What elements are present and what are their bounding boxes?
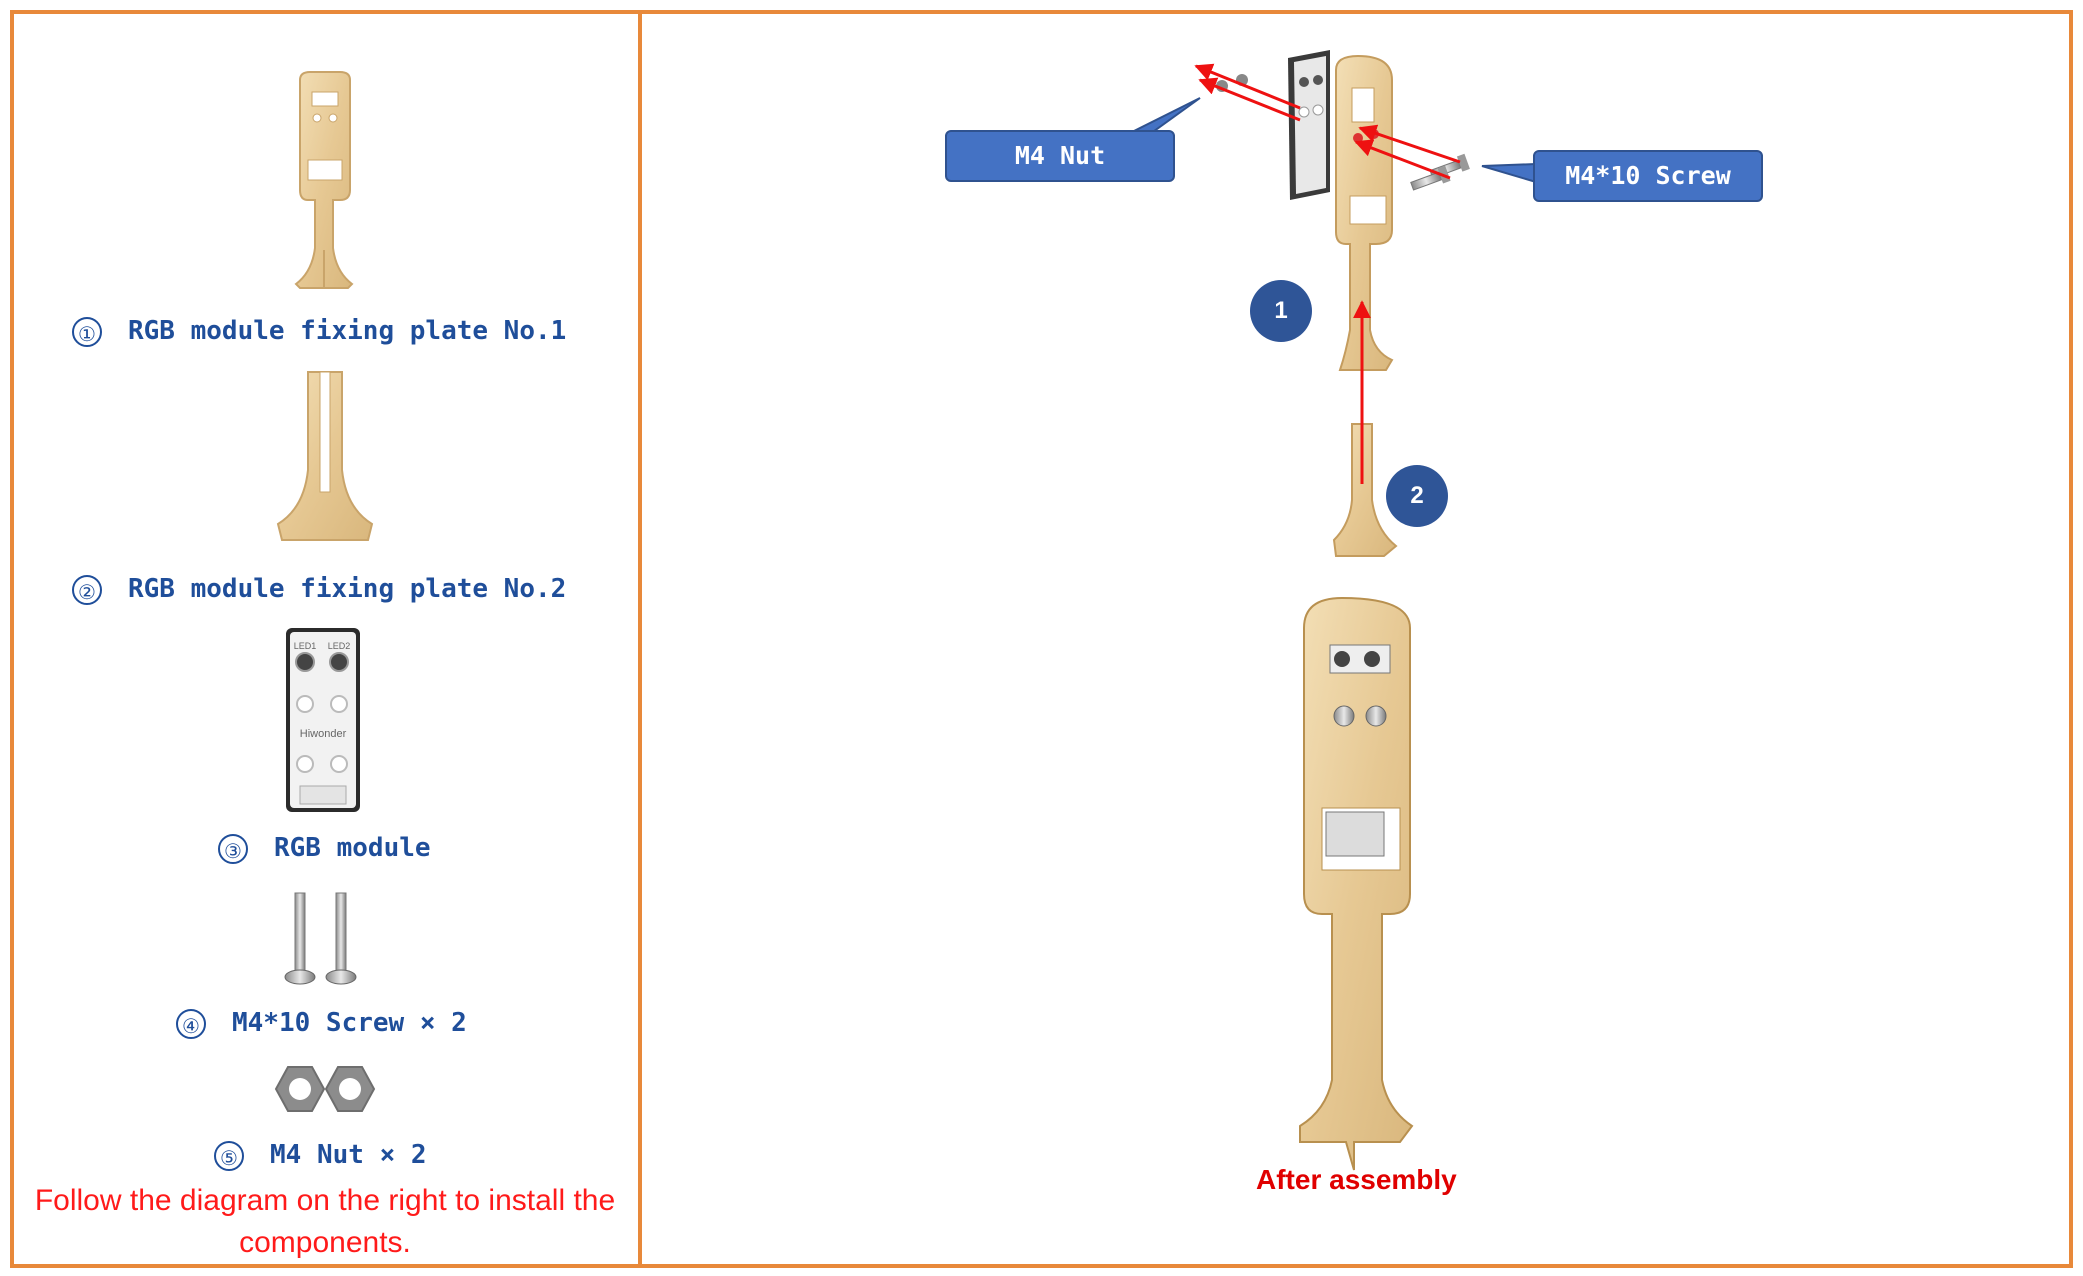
part-3-text: RGB module: [274, 833, 431, 863]
exploded-view: [1127, 50, 1537, 557]
assembly-diagram-panel: [638, 10, 2073, 1268]
part-5-number: ⑤: [214, 1140, 244, 1171]
part-1-number: ①: [72, 316, 102, 347]
screw-callout: M4*10 Screw: [1533, 150, 1763, 202]
part-1-label: ① RGB module fixing plate No.1: [72, 316, 566, 347]
part-3-number: ③: [218, 833, 248, 864]
nuts-image: [274, 1066, 376, 1112]
rgb-module-image: LED1 LED2 Hiwonder: [286, 628, 360, 812]
fixing-plate-2-image: [276, 371, 374, 541]
fixing-plate-1-image: [294, 71, 354, 289]
part-3-label: ③ RGB module: [218, 833, 431, 864]
screws-image: [284, 892, 357, 985]
part-5-label: ⑤ M4 Nut × 2: [214, 1140, 427, 1171]
part-2-number: ②: [72, 574, 102, 605]
part-1-text: RGB module fixing plate No.1: [128, 316, 567, 346]
brand-text: Hiwonder: [300, 728, 347, 740]
led2-text: LED2: [328, 641, 351, 651]
part-4-text: M4*10 Screw × 2: [232, 1008, 467, 1038]
part-4-number: ④: [176, 1008, 206, 1039]
assembled-view: [1299, 596, 1414, 1171]
led1-text: LED1: [294, 641, 317, 651]
after-assembly-caption: After assembly: [1256, 1164, 1457, 1195]
part-5-text: M4 Nut × 2: [270, 1140, 427, 1170]
step-2-marker: 2: [1386, 465, 1448, 527]
nut-callout: M4 Nut: [945, 130, 1175, 182]
part-4-label: ④ M4*10 Screw × 2: [176, 1008, 467, 1039]
step-1-marker: 1: [1250, 280, 1312, 342]
part-2-text: RGB module fixing plate No.2: [128, 574, 567, 604]
part-2-label: ② RGB module fixing plate No.2: [72, 574, 566, 605]
instruction-note: Follow the diagram on the right to insta…: [34, 1184, 616, 1259]
